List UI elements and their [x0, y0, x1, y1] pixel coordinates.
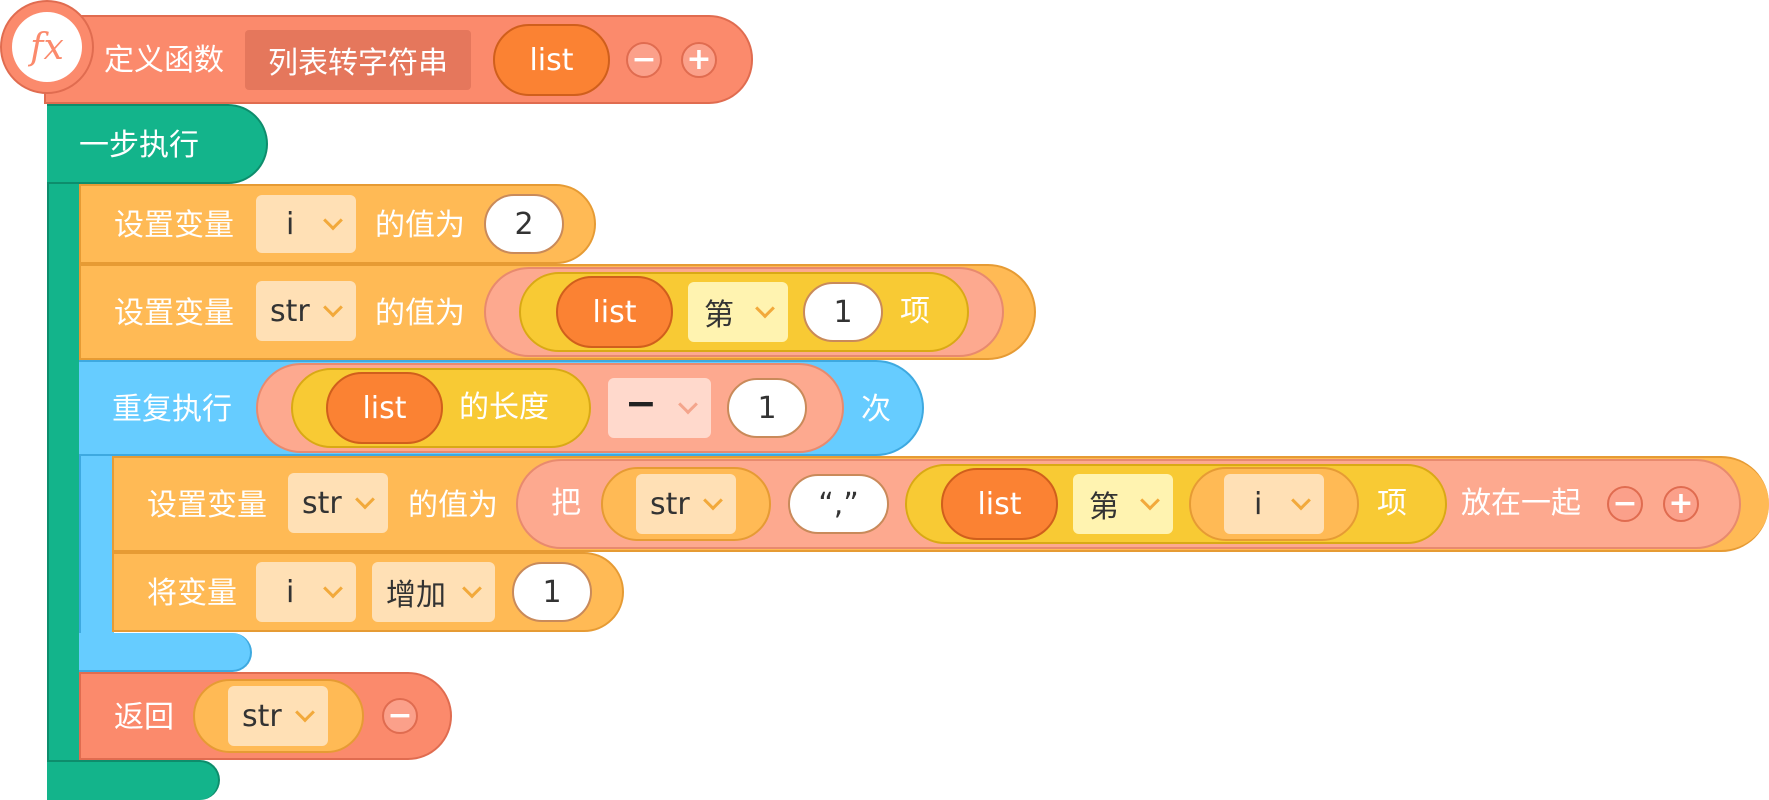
chevron-down-icon	[323, 210, 343, 231]
chevron-down-icon	[703, 490, 723, 511]
chevron-down-icon	[755, 298, 775, 319]
chevron-down-icon	[678, 394, 698, 415]
return-label: 返回	[114, 700, 174, 735]
set-i-value[interactable]: 2	[484, 194, 564, 254]
inc-i-var-dropdown[interactable]: i	[256, 562, 356, 622]
set-i-label: 设置变量	[114, 208, 234, 243]
return-var-dropdown[interactable]: str	[228, 686, 328, 746]
define-minus-button[interactable]: −	[626, 42, 662, 78]
set-str-label: 设置变量	[114, 296, 234, 331]
repeat-op-dropdown[interactable]: −	[608, 378, 711, 438]
function-icon: fx	[12, 12, 82, 82]
define-plus-button[interactable]: +	[681, 42, 717, 78]
repeat-label: 重复执行	[112, 392, 232, 427]
repeat-length-label: 的长度	[459, 390, 549, 425]
join-nth-dropdown[interactable]: 第	[1073, 474, 1173, 534]
do-block-label: 一步执行	[79, 128, 199, 163]
join-suffix: 放在一起	[1461, 486, 1581, 521]
define-function-label: 定义函数	[104, 43, 224, 78]
join-separator[interactable]: “,”	[788, 474, 889, 534]
set-str-list-var[interactable]: list	[556, 276, 673, 348]
set-str-var-dropdown[interactable]: str	[256, 281, 356, 341]
chevron-down-icon	[323, 297, 343, 318]
inc-i-label: 将变量	[147, 576, 237, 611]
repeat-bottom	[79, 633, 252, 672]
set-str2-label: 设置变量	[147, 488, 267, 523]
do-block-header[interactable]: 一步执行	[47, 104, 268, 184]
inc-i-op-dropdown[interactable]: 增加	[372, 562, 495, 622]
chevron-down-icon	[1140, 490, 1160, 511]
repeat-suffix: 次	[861, 392, 891, 427]
join-minus-button[interactable]: −	[1607, 486, 1643, 522]
repeat-value[interactable]: 1	[727, 378, 807, 438]
return-minus-button[interactable]: −	[382, 698, 418, 734]
chevron-down-icon	[462, 578, 482, 599]
set-str2-mid: 的值为	[408, 488, 498, 523]
join-index-dropdown[interactable]: i	[1224, 474, 1324, 534]
set-str-suffix: 项	[900, 294, 930, 329]
chevron-down-icon	[355, 489, 375, 510]
param-list[interactable]: list	[493, 24, 610, 96]
chevron-down-icon	[1291, 490, 1311, 511]
set-i-var-dropdown[interactable]: i	[256, 195, 356, 253]
join-list-var[interactable]: list	[941, 468, 1058, 540]
join-var-dropdown[interactable]: str	[636, 474, 736, 534]
function-icon-ring: fx	[0, 0, 94, 94]
function-name-field[interactable]: 列表转字符串	[245, 30, 471, 90]
join-item-suffix: 项	[1377, 486, 1407, 521]
set-str-nth-dropdown[interactable]: 第	[688, 282, 788, 342]
do-block-bottom	[47, 760, 220, 800]
join-prefix: 把	[551, 486, 581, 521]
inc-i-value[interactable]: 1	[512, 562, 592, 622]
chevron-down-icon	[323, 578, 343, 599]
chevron-down-icon	[295, 702, 315, 723]
set-str-index[interactable]: 1	[803, 282, 883, 342]
set-i-mid: 的值为	[375, 208, 465, 243]
do-block-spine	[47, 104, 82, 800]
set-str2-var-dropdown[interactable]: str	[288, 473, 388, 533]
set-str-mid: 的值为	[375, 296, 465, 331]
join-plus-button[interactable]: +	[1663, 486, 1699, 522]
repeat-list-var[interactable]: list	[326, 372, 443, 444]
